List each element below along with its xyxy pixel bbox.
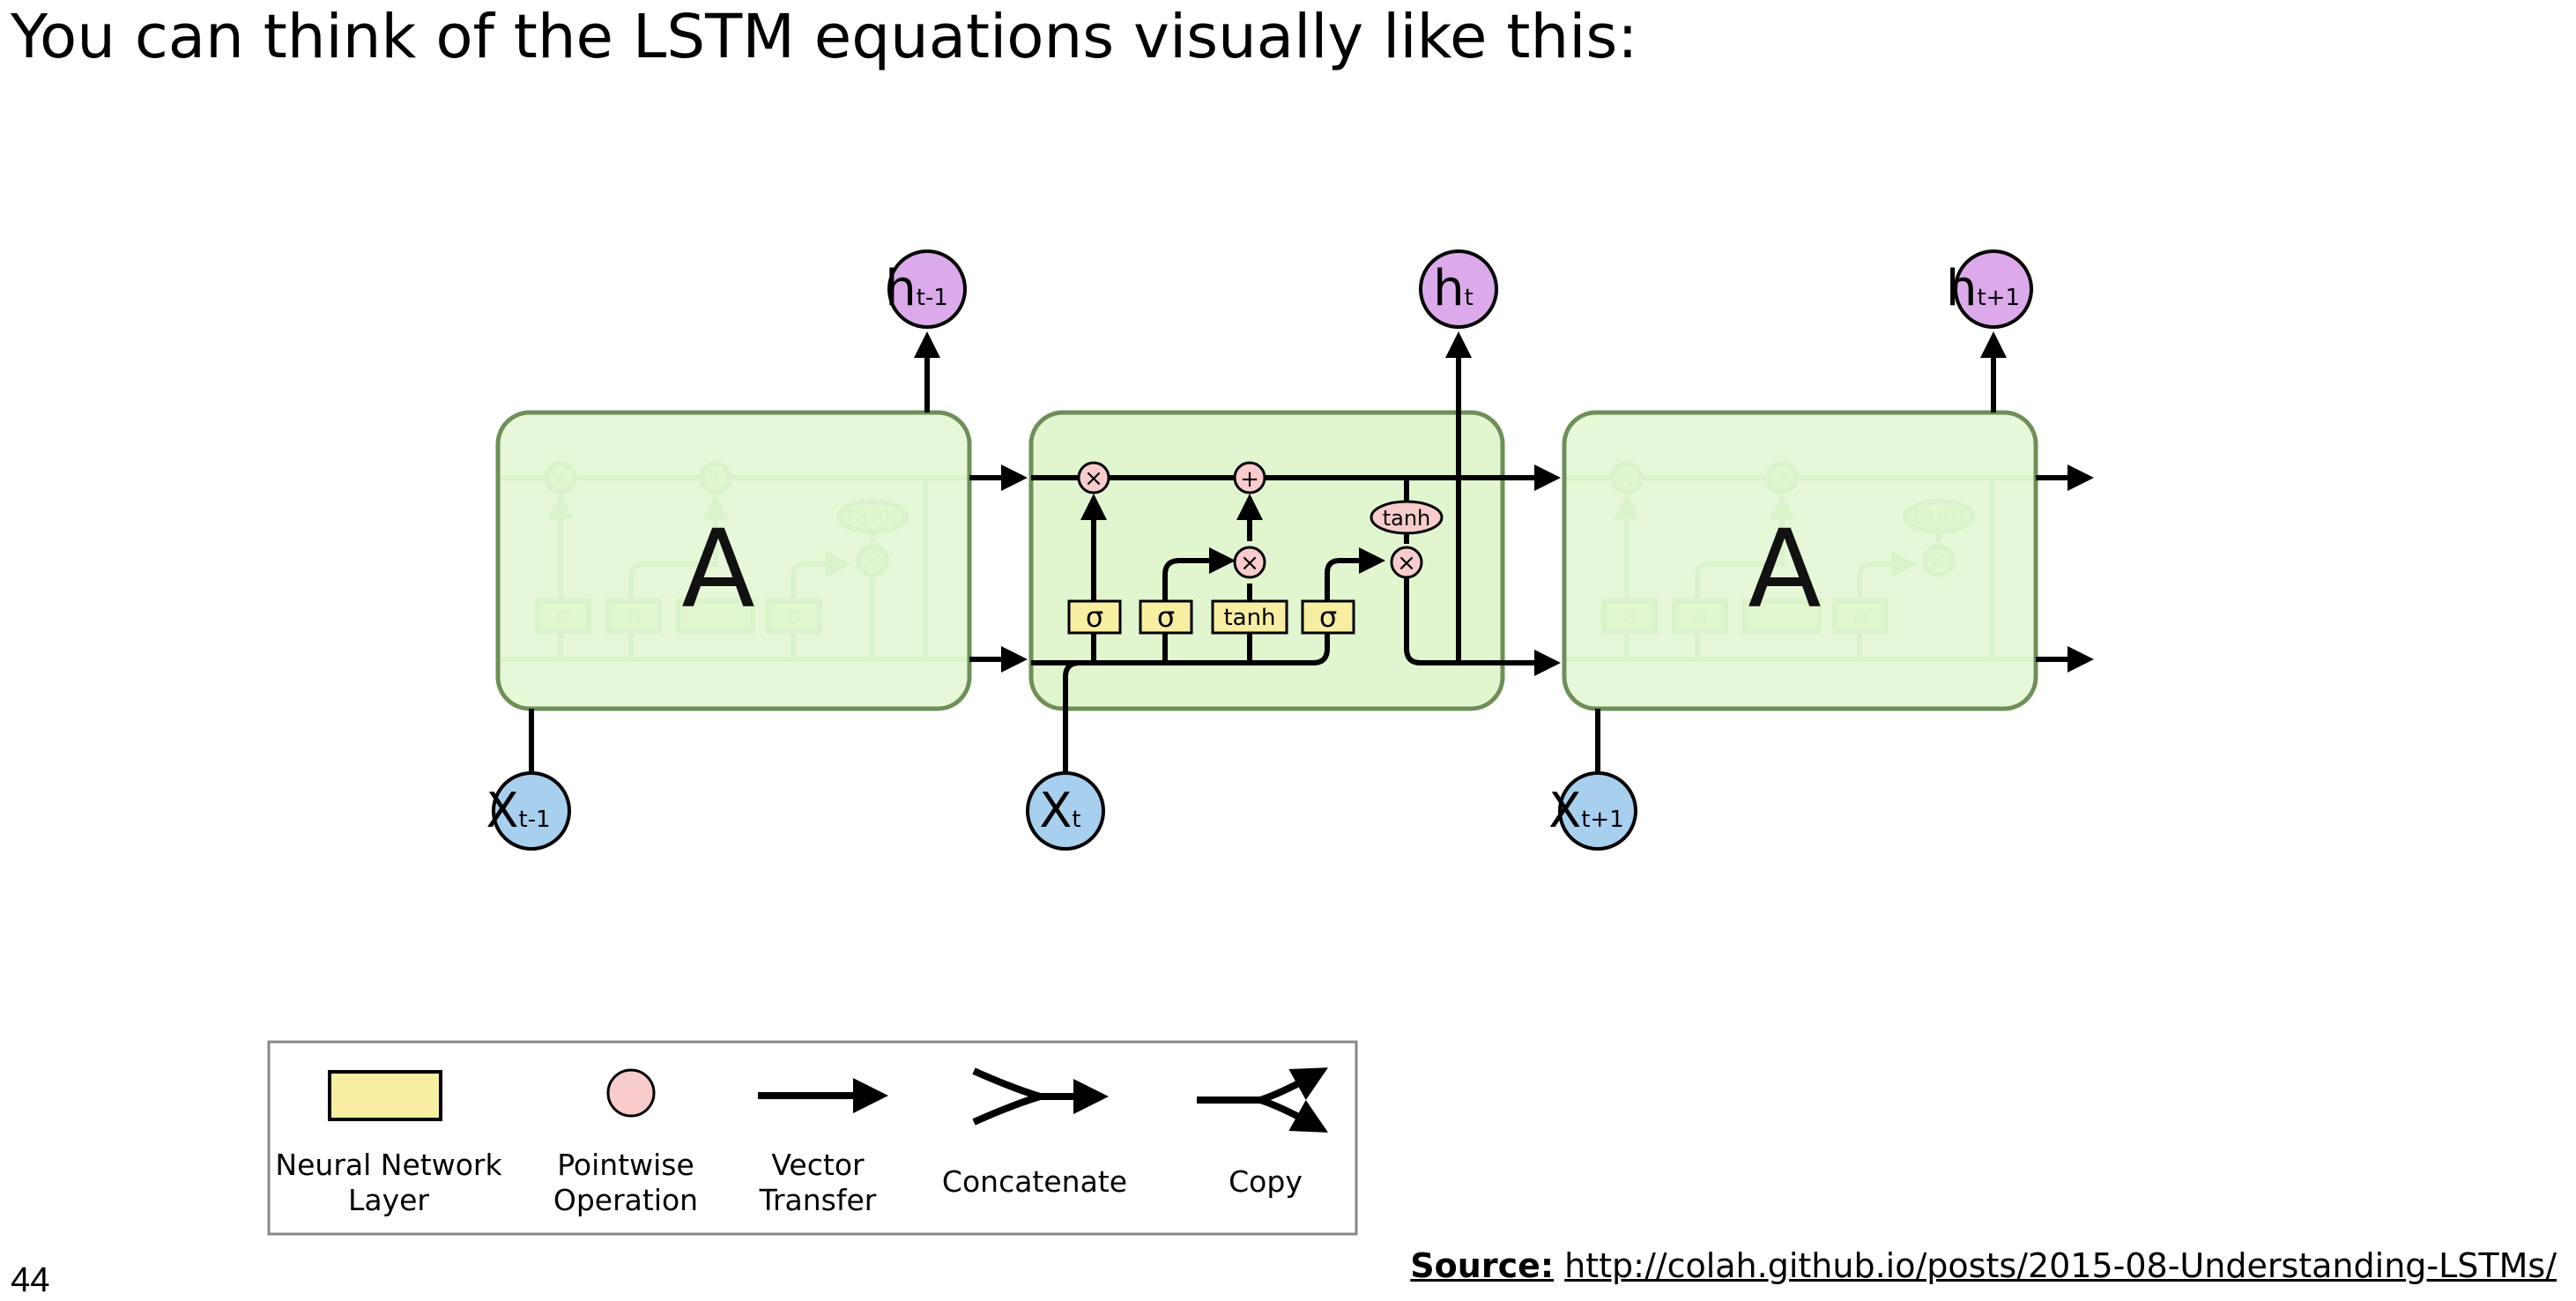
lstm-cell-current: σ σ tanh σ × + × × tanh: [1028, 331, 1561, 772]
lstm-cell-previous: σ σ σ tanh × + × A: [495, 410, 972, 711]
input-base: X: [486, 783, 518, 838]
legend-pointwise-swatch: [606, 1068, 656, 1118]
output-base: h: [885, 260, 917, 317]
tanh-ellipse: [1370, 500, 1444, 535]
add-label: +: [1240, 466, 1259, 493]
slide-number: 44: [11, 1260, 50, 1299]
input-node: [1558, 771, 1637, 851]
legend-label: Pointwise: [557, 1148, 694, 1182]
forget-gate-label: σ: [1086, 600, 1103, 634]
legend-label: Concatenate: [942, 1164, 1127, 1199]
legend-label: Neural Network: [275, 1148, 502, 1182]
input-gate-line: [1162, 547, 1236, 663]
cell-box-middle: [1028, 410, 1505, 711]
legend-layer-swatch: [328, 1070, 442, 1121]
output-base: h: [1433, 260, 1465, 317]
output-gate-label: σ: [1319, 600, 1337, 634]
source-link[interactable]: http://colah.github.io/posts/2015-08-Und…: [1564, 1246, 2557, 1285]
svg-text:Xt+1: Xt+1: [1548, 783, 1624, 838]
input-sub: t: [1072, 807, 1080, 833]
output-nodes: ht-1 ht ht+1: [885, 249, 2033, 329]
slide-title: You can think of the LSTM equations visu…: [11, 2, 1638, 72]
hidden-output-line: [1404, 577, 1561, 676]
legend-label: Vector: [771, 1148, 865, 1182]
output-gate-box: [1301, 599, 1355, 635]
legend: Neural Network Layer Pointwise Operation…: [267, 1040, 1358, 1236]
input-base: X: [1548, 783, 1581, 838]
output-node: [1954, 249, 2033, 329]
input-nodes: Xt-1 Xt Xt+1: [486, 771, 1637, 851]
candidate-gate-label: tanh: [1223, 605, 1275, 631]
input-sub: t+1: [1581, 807, 1624, 833]
input-sub: t-1: [518, 807, 550, 833]
legend-label: Layer: [348, 1183, 429, 1217]
output-base: h: [1946, 260, 1978, 317]
output-sub: t+1: [1977, 285, 2020, 311]
tanh-pointwise-label: tanh: [1383, 506, 1431, 531]
input-multiply-icon: [1233, 546, 1266, 579]
forget-multiply-label: ×: [1084, 465, 1103, 492]
input-gate-label: σ: [1157, 600, 1175, 634]
forget-gate-box: [1067, 599, 1122, 635]
output-sub: t-1: [917, 285, 948, 311]
candidate-gate-box: [1211, 599, 1288, 635]
legend-concatenate-icon: [972, 1067, 1109, 1126]
output-node: [887, 249, 967, 329]
output-multiply-label: ×: [1397, 550, 1416, 576]
legend-copy-icon: [1197, 1067, 1328, 1133]
svg-text:ht+1: ht+1: [1946, 260, 2020, 317]
legend-frame: [267, 1040, 1358, 1236]
cell-box-right: [1562, 410, 2038, 711]
svg-text:Xt-1: Xt-1: [486, 783, 550, 838]
cell-letter-left: A: [681, 507, 754, 632]
input-base: X: [1039, 783, 1072, 838]
legend-label: Transfer: [759, 1183, 877, 1217]
input-node: [1026, 771, 1105, 851]
output-node: [1419, 249, 1498, 329]
forget-multiply-icon: [1077, 461, 1110, 494]
output-sub: t: [1465, 285, 1474, 311]
output-multiply-icon: [1390, 546, 1423, 579]
svg-text:ht-1: ht-1: [885, 260, 948, 317]
legend-label: Copy: [1229, 1164, 1303, 1199]
legend-label: Operation: [553, 1183, 698, 1217]
source-citation: Source: http://colah.github.io/posts/201…: [1410, 1246, 2557, 1285]
cell-box-left: [495, 410, 972, 711]
cell-letter-right: A: [1748, 507, 1821, 632]
lstm-cell-next: σ σ σ tanh × + × A: [1562, 410, 2038, 711]
svg-text:Xt: Xt: [1039, 783, 1080, 838]
input-multiply-label: ×: [1240, 550, 1259, 576]
input-node: [492, 771, 571, 851]
input-line: [1063, 660, 1080, 772]
input-gate-box: [1139, 599, 1193, 635]
add-icon: [1233, 461, 1266, 494]
source-label: Source:: [1410, 1246, 1555, 1285]
svg-text:ht: ht: [1433, 260, 1474, 317]
